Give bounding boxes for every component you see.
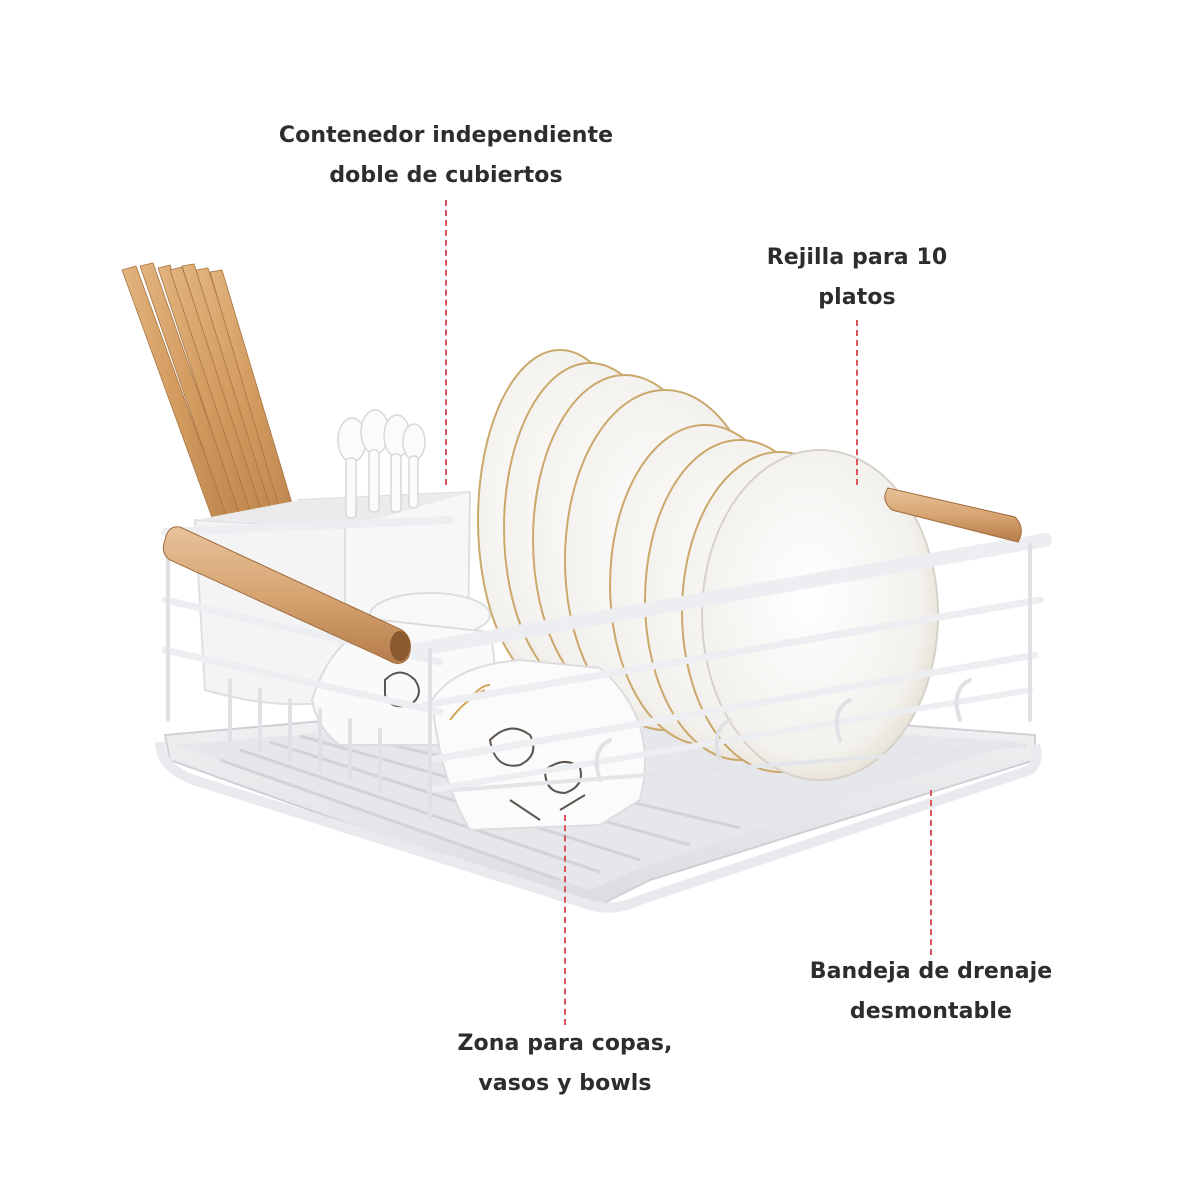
callout-drain-tray: Bandeja de drenaje desmontable [810, 952, 1053, 1032]
callout-cutlery-holder: Contenedor independiente doble de cubier… [279, 116, 613, 196]
callout-cups-zone: Zona para copas, vasos y bowls [458, 1024, 673, 1104]
callout-line: vasos y bowls [478, 1071, 652, 1096]
wooden-handles [162, 487, 1022, 664]
leader-line-plates [856, 320, 858, 485]
callout-line: desmontable [849, 999, 1013, 1024]
callout-line: doble de cubiertos [329, 163, 563, 188]
leader-line-tray [930, 790, 932, 955]
callout-line: Bandeja de drenaje [809, 959, 1053, 984]
callout-line: Zona para copas, [457, 1031, 673, 1056]
wire-rack [161, 516, 1052, 822]
leader-line-cutlery [445, 200, 447, 485]
leader-line-cups [564, 815, 566, 1025]
callout-line: Contenedor independiente [278, 123, 614, 148]
callout-line: Rejilla para 10 [766, 245, 948, 270]
callout-line: platos [818, 285, 896, 310]
chopsticks [121, 262, 301, 546]
callout-plate-rack: Rejilla para 10 platos [767, 238, 948, 318]
